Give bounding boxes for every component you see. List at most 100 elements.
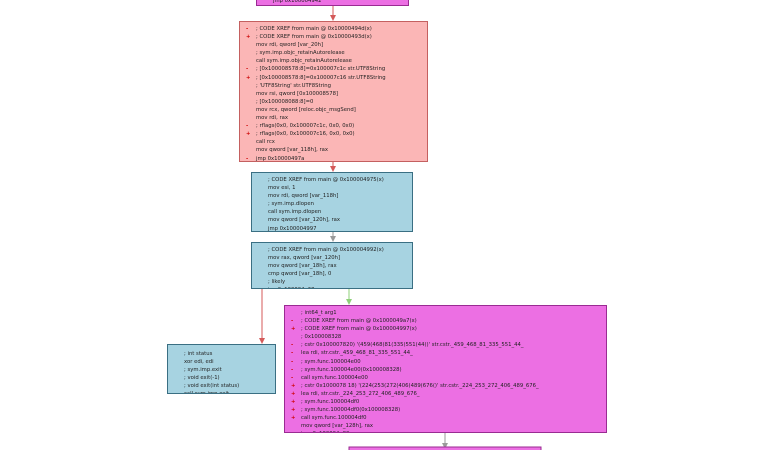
instruction-text: ; rflags(0x0, 0x100007c1c, 0x0, 0x0) xyxy=(256,123,355,130)
instruction-text: ; rflags(0x0, 0x100007c16, 0x0, 0x0) xyxy=(256,131,355,138)
instruction-text: ; cstr 0x100007820) '(459(468(81(335(551… xyxy=(301,342,524,349)
diff-marker xyxy=(291,309,301,317)
instruction-text: jmp 0x10000497a xyxy=(256,155,305,162)
instruction-text: ; 0x100008328 xyxy=(301,334,342,341)
code-line: + ; cstr 0x1000078 18) '(224(253(272(406(… xyxy=(291,382,600,390)
diff-marker: - xyxy=(291,358,294,365)
diff-marker xyxy=(258,200,268,208)
instruction-text: lea rdi, str.cstr._224_253_272_406_489_6… xyxy=(301,390,420,397)
diff-marker xyxy=(258,216,268,224)
code-line: ; [0x100008088:8]=0 xyxy=(246,98,421,106)
code-line: mov rsi, qword [0x100008578] xyxy=(246,90,421,98)
instruction-text: call sym.imp.exit xyxy=(184,390,229,393)
instruction-text: mov qword [var_118h], rax xyxy=(256,147,329,154)
instruction-text: ; CODE XREF from main @ 0x10000494d(x) xyxy=(256,26,372,32)
code-line: cmp qword [var_18h], 0 xyxy=(258,270,406,278)
code-line: ; sym.imp.dlopen xyxy=(258,200,406,208)
diff-marker xyxy=(246,98,256,106)
instruction-text: jne 0x100004a68 xyxy=(268,286,314,288)
block-compare: ; CODE XREF from main @ 0x100004992(x) mo… xyxy=(251,242,413,289)
diff-marker xyxy=(258,270,268,278)
block-autorelease: -; CODE XREF from main @ 0x10000494d(x)+… xyxy=(239,21,428,162)
code-line: xor edi, edi xyxy=(174,358,269,366)
instruction-text: ; sym.func.100004df0(0x100008328) xyxy=(301,407,401,414)
diff-marker: + xyxy=(246,74,251,81)
code-line: -; sym.func.100004e00 xyxy=(291,358,600,366)
code-line: -; rflags(0x0, 0x100007c1c, 0x0, 0x0) xyxy=(246,122,421,130)
instruction-text: cmp qword [var_18h], 0 xyxy=(268,271,332,278)
code-line: mov qword [var_18h], rax xyxy=(258,262,406,270)
code-line: call sym.imp.exit xyxy=(174,390,269,393)
instruction-text: jmp 0x100004a80 xyxy=(301,430,349,432)
diff-marker: + xyxy=(246,34,251,41)
diff-marker: - xyxy=(291,366,294,373)
instruction-text: ; sym.func.100004df0 xyxy=(301,399,360,406)
code-line: ; void exit(-1) xyxy=(174,374,269,382)
code-line: +; CODE XREF from main @ 0x100004997(x) xyxy=(291,325,600,333)
instruction-text: lea rdi, str.cstr._459_468_81_335_551_44… xyxy=(301,350,413,357)
code-line: mov rdi, qword [var_118h] xyxy=(258,192,406,200)
code-line: mov qword [var_120h], rax xyxy=(258,216,406,224)
diff-marker xyxy=(174,382,184,390)
code-line: ; 'UTF8String' str.UTF8String xyxy=(246,82,421,90)
instruction-text: ; [0x100008578:8]=0x100007c16 str.UTF8St… xyxy=(256,74,386,81)
instruction-text: call sym.func.100004df0 xyxy=(301,415,367,422)
diff-marker xyxy=(258,286,268,288)
diff-marker: + xyxy=(291,399,296,406)
diff-marker xyxy=(174,358,184,366)
code-line: ; sym.imp.objc_retainAutorelease xyxy=(246,49,421,57)
diff-marker xyxy=(246,49,256,57)
diff-marker: - xyxy=(291,430,301,432)
code-line: ; sym.imp.exit xyxy=(174,366,269,374)
block-strings: ; int64_t arg1 - ; CODE XREF from main @ 0… xyxy=(284,305,607,433)
code-line: jmp 0x100004942 xyxy=(263,0,402,5)
instruction-text: mov rdi, rax xyxy=(256,115,289,122)
diff-marker xyxy=(246,90,256,98)
diff-marker xyxy=(258,184,268,192)
instruction-text: ; CODE XREF from main @ 0x1000049a7(x) xyxy=(301,318,417,325)
top-block: jmp 0x100004942 xyxy=(256,0,409,6)
diff-marker xyxy=(246,146,256,154)
code-line: +; sym.func.100004df0(0x100008328) xyxy=(291,406,600,414)
code-line: -lea rdi, str.cstr._459_468_81_335_551_4… xyxy=(291,349,600,357)
instruction-text: ; [0x100008088:8]=0 xyxy=(256,98,314,105)
diff-marker xyxy=(246,57,256,65)
code-line: +; CODE XREF from main @ 0x10000493d(x) xyxy=(246,33,421,41)
code-line: ; int64_t arg1 xyxy=(291,309,600,317)
code-line: +lea rdi, str.cstr._224_253_272_406_489_… xyxy=(291,390,600,398)
instruction-text: ; sym.imp.exit xyxy=(184,367,222,374)
code-line: -; [0x100008578:8]=0x100007c1c str.UTF8S… xyxy=(246,65,421,73)
instruction-text: mov qword [var_120h], rax xyxy=(268,217,341,224)
diff-marker xyxy=(258,176,268,184)
diff-marker: - xyxy=(246,123,249,130)
instruction-text: xor edi, edi xyxy=(184,359,214,366)
instruction-text: call rcx xyxy=(256,139,275,146)
diff-marker: + xyxy=(291,382,296,389)
diff-marker xyxy=(246,41,256,49)
diff-marker xyxy=(291,333,301,341)
instruction-text: ; [0x100008578:8]=0x100007c1c str.UTF8St… xyxy=(256,66,386,73)
instruction-text: ; 'UTF8String' str.UTF8String xyxy=(256,82,331,89)
instruction-text: mov rcx, qword [reloc.objc_msgSend] xyxy=(256,106,356,113)
code-line: ; int status xyxy=(174,350,269,358)
diff-marker: - xyxy=(246,155,249,162)
instruction-text: ; void exit(int status) xyxy=(184,383,240,390)
diff-marker xyxy=(258,262,268,270)
code-line: call sym.imp.objc_retainAutorelease xyxy=(246,57,421,65)
code-line: ; CODE XREF from main @ 0x100004975(x) xyxy=(258,176,406,184)
diff-marker xyxy=(258,192,268,200)
code-line: -call sym.func.100004e00 xyxy=(291,374,600,382)
instruction-text: ; sym.imp.objc_retainAutorelease xyxy=(256,50,345,57)
diff-marker xyxy=(174,390,184,393)
diff-marker: - xyxy=(291,350,294,357)
instruction-text: ; cstr 0x1000078 18) '(224(253(272(406(4… xyxy=(301,382,539,389)
instruction-text: call sym.imp.objc_retainAutorelease xyxy=(256,58,352,65)
diff-marker xyxy=(174,366,184,374)
instruction-text: mov esi, 1 xyxy=(268,185,296,192)
diff-marker: - xyxy=(291,342,294,349)
code-line: ; CODE XREF from main @ 0x100004992(x) xyxy=(258,246,406,254)
diff-marker: - xyxy=(246,66,249,73)
code-line: -; CODE XREF from main @ 0x10000494d(x) xyxy=(246,25,421,33)
diff-marker xyxy=(258,225,268,231)
diff-marker: + xyxy=(246,131,251,138)
